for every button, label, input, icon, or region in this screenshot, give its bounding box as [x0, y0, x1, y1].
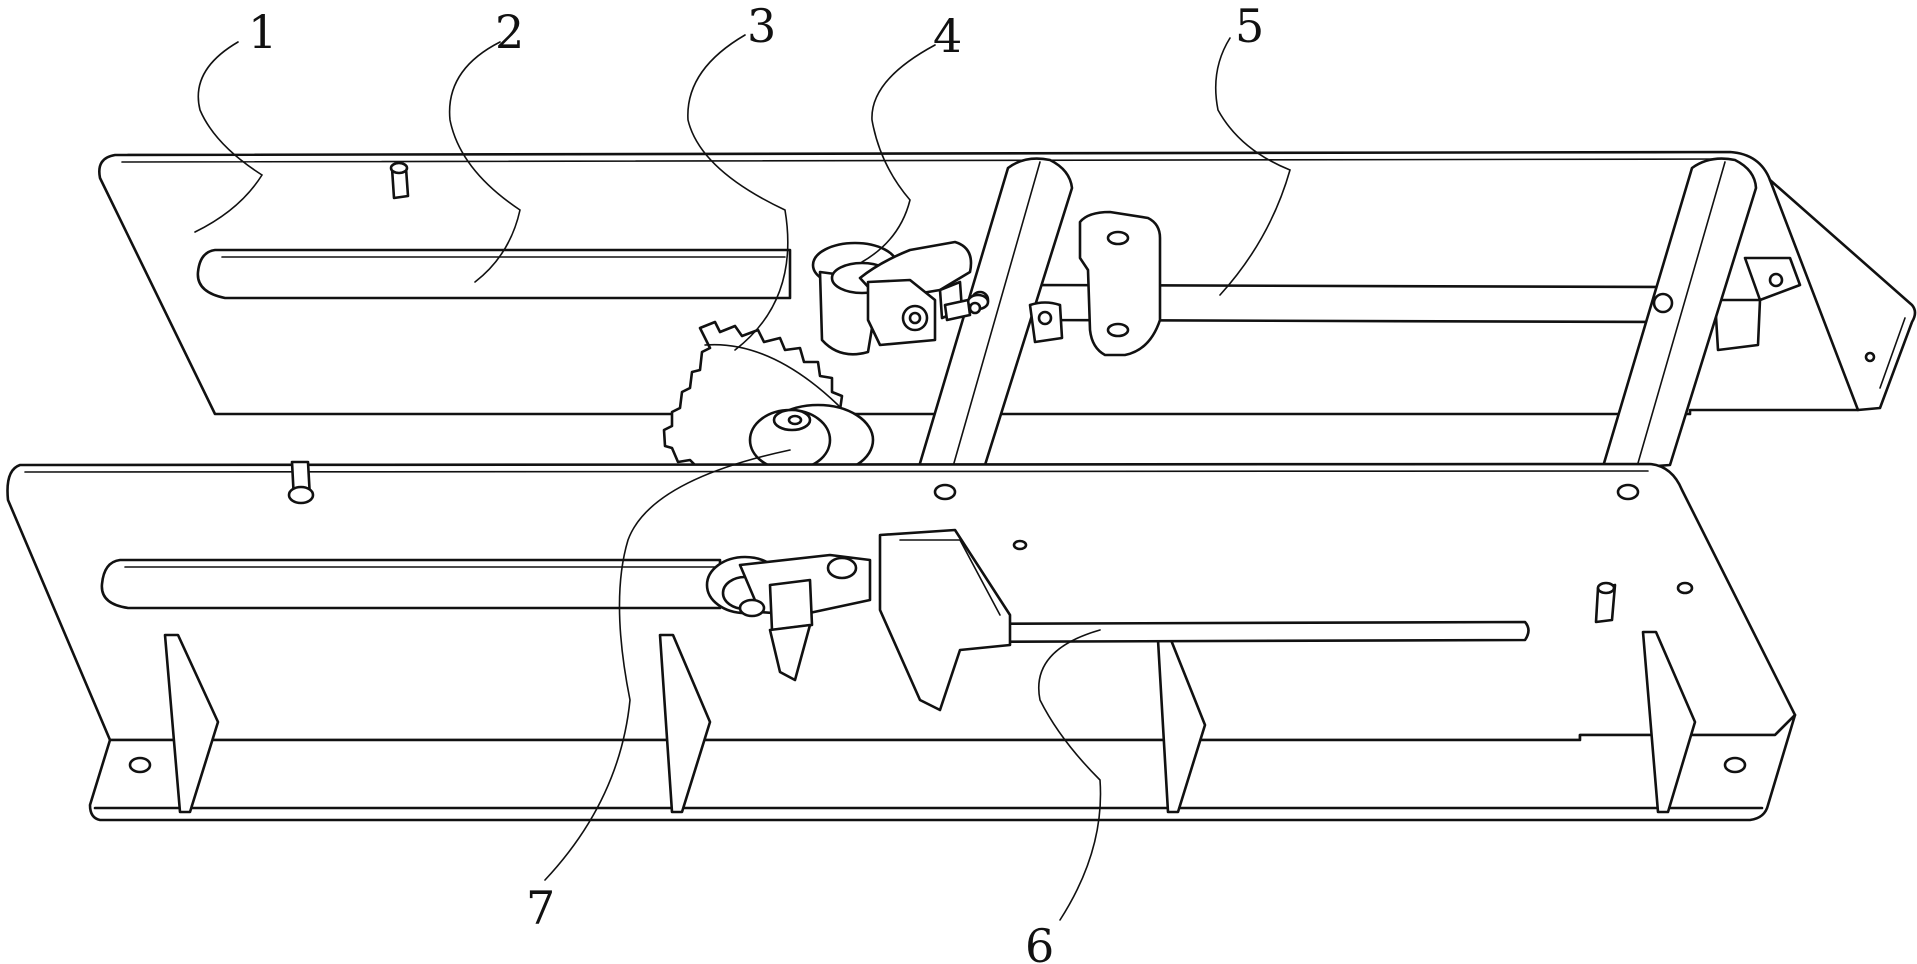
- front-plate: [6, 460, 1797, 822]
- front-pin-right: [1594, 581, 1617, 624]
- leader-1: [194, 41, 264, 233]
- leader-6: [1038, 629, 1102, 921]
- callout-6: 6: [1025, 919, 1054, 964]
- callout-5: 5: [1235, 0, 1264, 53]
- ribs: [163, 630, 1697, 814]
- back-slot: [196, 248, 792, 300]
- u-bracket-back: [1028, 210, 1162, 357]
- leader-3: [687, 34, 789, 351]
- leader-5: [1214, 37, 1291, 296]
- roller-assembly-front: [705, 553, 872, 682]
- leader-7: [544, 449, 791, 881]
- callout-1: 1: [248, 5, 277, 59]
- callout-labels: 1 2 3 4 5 6 7: [248, 0, 1264, 964]
- back-pin: [389, 161, 410, 200]
- vertical-bar-right: [1600, 157, 1758, 472]
- callout-4: 4: [933, 9, 962, 63]
- roller-assembly-top: [811, 240, 990, 356]
- callout-2: 2: [495, 5, 524, 59]
- callout-3: 3: [747, 0, 776, 53]
- sprocket: [662, 320, 875, 477]
- callout-7: 7: [526, 881, 555, 935]
- leader-lines: [194, 34, 1291, 921]
- front-pin-left: [287, 460, 315, 505]
- leader-2: [448, 41, 521, 283]
- leader-4: [861, 44, 936, 263]
- front-slot: [100, 558, 722, 610]
